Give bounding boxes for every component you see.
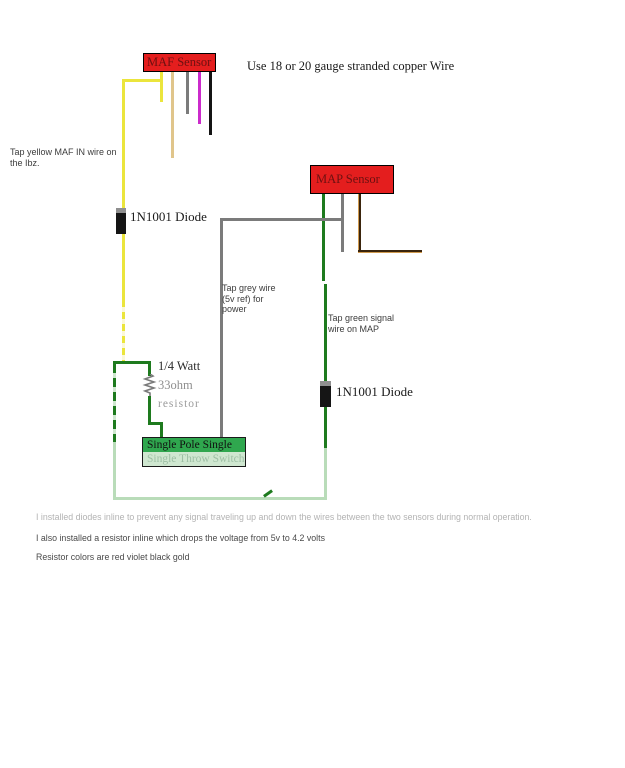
resistor-label-line2: 33ohm xyxy=(158,378,193,392)
loop-left-pale-wire xyxy=(113,442,116,500)
maf-diode-icon xyxy=(116,208,126,234)
yellow-main-wire xyxy=(122,79,125,300)
map-sensor-label: MAP Sensor xyxy=(316,172,380,186)
note-resistor-colors: Resistor colors are red violet black gol… xyxy=(36,552,190,562)
maf-yellow-pin-wire xyxy=(160,72,163,102)
tap-yellow-note-line1: Tap yellow MAF IN wire on xyxy=(10,147,117,157)
loop-right-pale-wire xyxy=(324,448,327,500)
tap-grey-note-line1: Tap grey wire xyxy=(222,283,276,293)
maf-tan-pin-wire xyxy=(171,72,174,158)
resistor-leg-lower-wire xyxy=(148,396,151,424)
junction-horizontal-wire xyxy=(113,361,151,364)
map-brown-pin-wire xyxy=(358,194,361,253)
yellow-tap-horizontal-wire xyxy=(123,79,163,82)
resistor-zigzag-icon xyxy=(142,374,157,398)
switch-label-bottom: Single Throw Switch xyxy=(143,452,245,466)
map-diode-icon xyxy=(320,381,331,407)
gray-tap-horizontal-wire xyxy=(220,218,344,221)
resistor-label-line3: resistor xyxy=(158,398,200,410)
gauge-note-text: Use 18 or 20 gauge stranded copper Wire xyxy=(247,59,455,73)
map-gray-pin-wire xyxy=(341,194,344,252)
switch-box: Single Pole Single Single Throw Switch xyxy=(142,437,246,467)
tap-green-note-line1: Tap green signal xyxy=(328,313,395,323)
map-brown-horizontal-wire xyxy=(358,250,422,253)
map-sensor-box: MAP Sensor xyxy=(310,165,394,194)
map-green-wire-upper xyxy=(322,194,325,281)
maf-diode-label: 1N1001 Diode xyxy=(130,209,207,224)
note-diodes: I installed diodes inline to prevent any… xyxy=(36,512,532,522)
gray-tap-vertical-wire xyxy=(220,221,223,437)
resistor-leg-upper-wire xyxy=(148,364,151,376)
resistor-step-wire xyxy=(148,422,163,425)
maf-gray-pin-wire xyxy=(186,72,189,114)
note-resistor-voltage: I also installed a resistor inline which… xyxy=(36,533,325,543)
maf-black-pin-wire xyxy=(209,72,212,135)
tap-grey-note-line3: power xyxy=(222,304,247,314)
maf-sensor-box: MAF Sensor xyxy=(143,53,216,72)
loop-left-dashed-wire xyxy=(113,364,116,442)
loop-bottom-pale-wire xyxy=(113,497,327,500)
resistor-label-line1: 1/4 Watt xyxy=(158,359,201,373)
maf-sensor-label: MAF Sensor xyxy=(147,55,212,69)
maf-magenta-pin-wire xyxy=(198,72,201,124)
tap-green-note-line2: wire on MAP xyxy=(328,323,380,334)
map-green-wire-lower xyxy=(324,284,327,448)
map-diode-label: 1N1001 Diode xyxy=(336,384,413,399)
switch-green-pin-wire xyxy=(160,425,163,437)
tap-grey-note-line2: (5v ref) for xyxy=(222,293,264,304)
switch-label-top: Single Pole Single xyxy=(143,438,245,452)
yellow-main-wire-dashed xyxy=(122,300,125,361)
tap-yellow-note-line2: the Ibz. xyxy=(10,157,40,168)
